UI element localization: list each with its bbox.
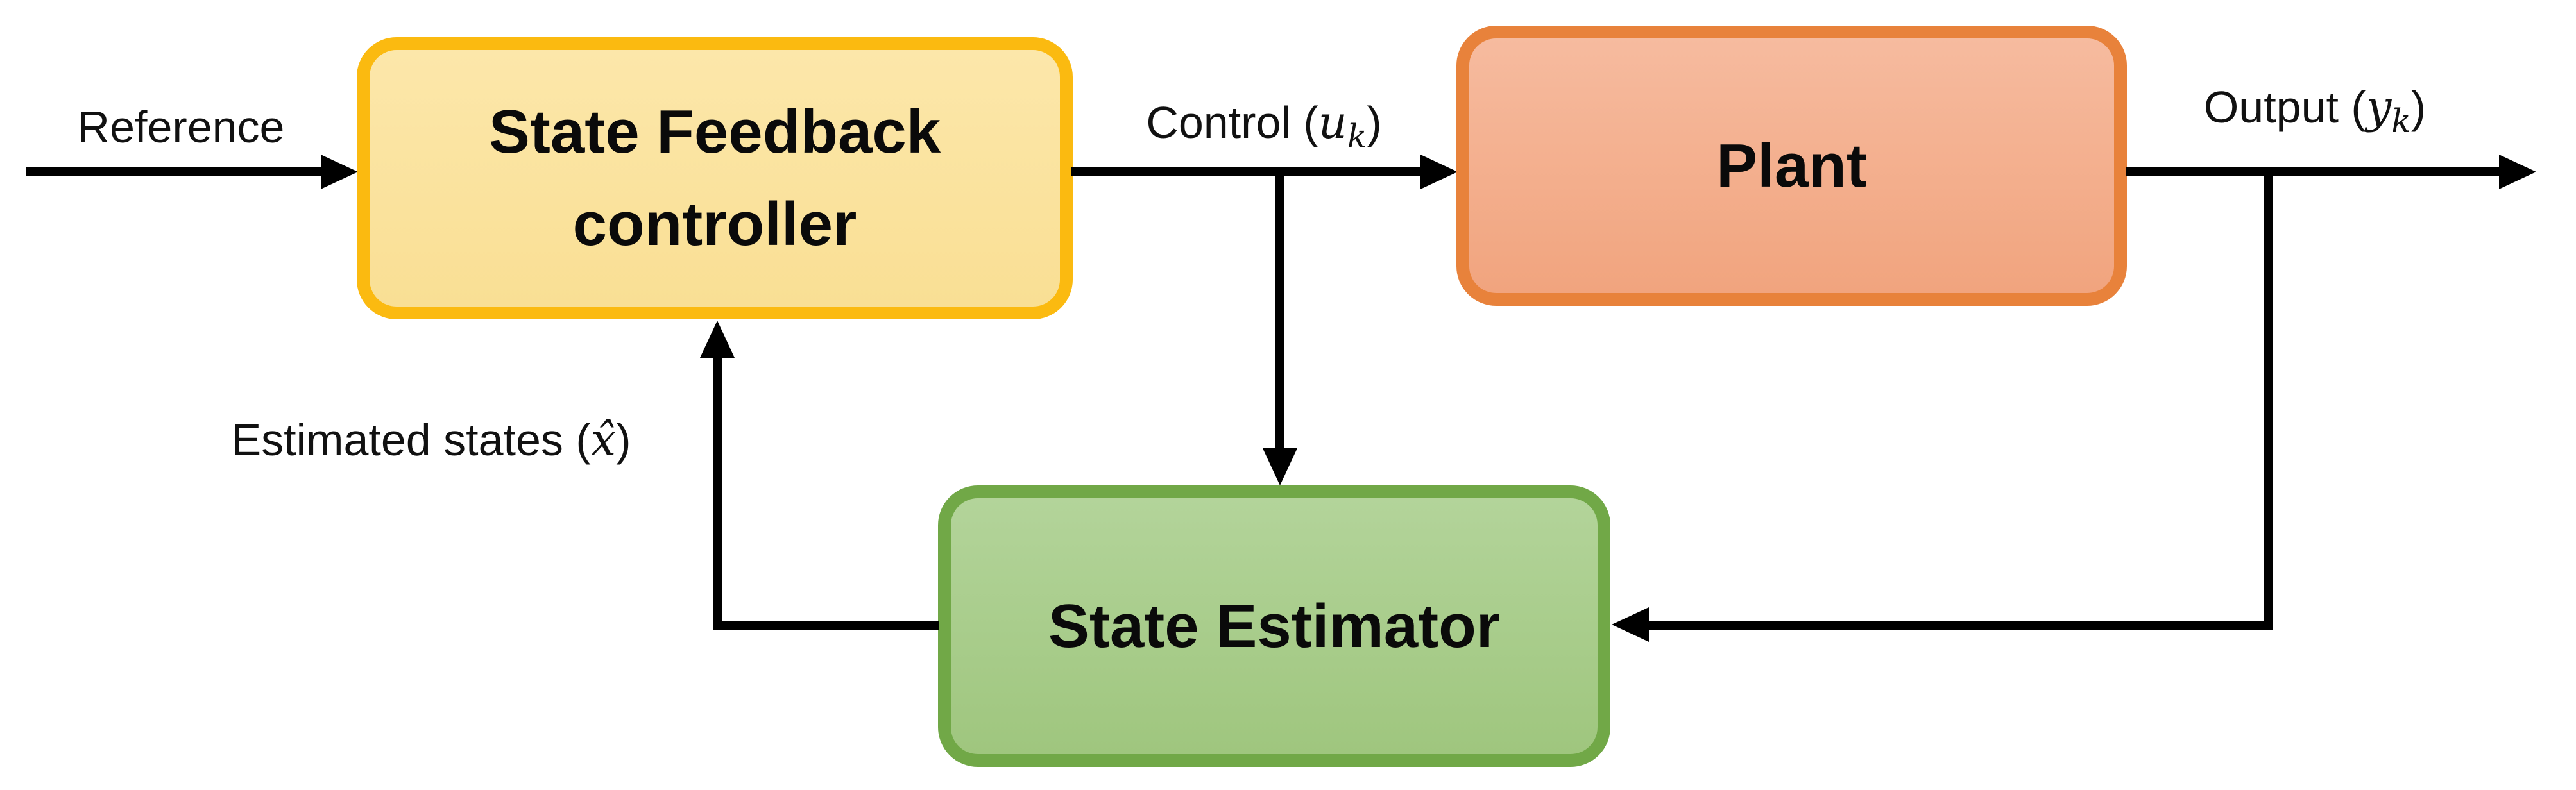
control-branch-line — [1275, 167, 1284, 450]
estimated-states-arrowhead — [700, 321, 735, 358]
output-feedback-drop-line — [2264, 167, 2273, 630]
estimated-symbol: x̂ — [590, 414, 617, 466]
controller-label-line2: controller — [572, 190, 857, 258]
controller-block: State Feedback controller — [357, 37, 1073, 319]
output-label: Output (yk) — [2135, 81, 2495, 137]
output-label-prefix: Output ( — [2203, 82, 2366, 132]
control-line — [1071, 167, 1422, 176]
output-arrowhead — [2499, 155, 2536, 189]
control-label-prefix: Control ( — [1146, 97, 1318, 147]
reference-arrowhead — [321, 155, 358, 189]
output-feedback-horizontal-line — [1649, 621, 2273, 630]
output-symbol: y — [2366, 81, 2392, 133]
output-subscript: k — [2391, 102, 2411, 140]
plant-block: Plant — [1456, 26, 2127, 306]
control-branch-arrowhead — [1263, 448, 1297, 485]
control-arrowhead — [1420, 155, 1458, 189]
controller-label-line1: State Feedback — [488, 97, 941, 166]
estimated-states-horizontal-line — [713, 621, 939, 630]
reference-label: Reference — [46, 101, 316, 153]
control-subscript: k — [1347, 117, 1367, 155]
reference-line — [26, 167, 322, 176]
output-label-suffix: ) — [2410, 82, 2427, 132]
estimated-states-label: Estimated states (x̂) — [168, 414, 694, 466]
reference-label-text: Reference — [77, 102, 285, 152]
output-feedback-arrowhead — [1612, 607, 1649, 642]
control-symbol: u — [1318, 96, 1347, 149]
estimator-label: State Estimator — [1048, 591, 1501, 660]
plant-label: Plant — [1716, 131, 1867, 200]
control-label-suffix: ) — [1367, 97, 1382, 147]
estimated-label-prefix: Estimated states ( — [231, 415, 591, 465]
output-line — [2126, 167, 2500, 176]
estimated-states-riser-line — [713, 357, 722, 630]
estimated-label-suffix: ) — [616, 415, 631, 465]
control-label: Control (uk) — [1084, 96, 1444, 153]
estimator-block: State Estimator — [938, 485, 1610, 767]
